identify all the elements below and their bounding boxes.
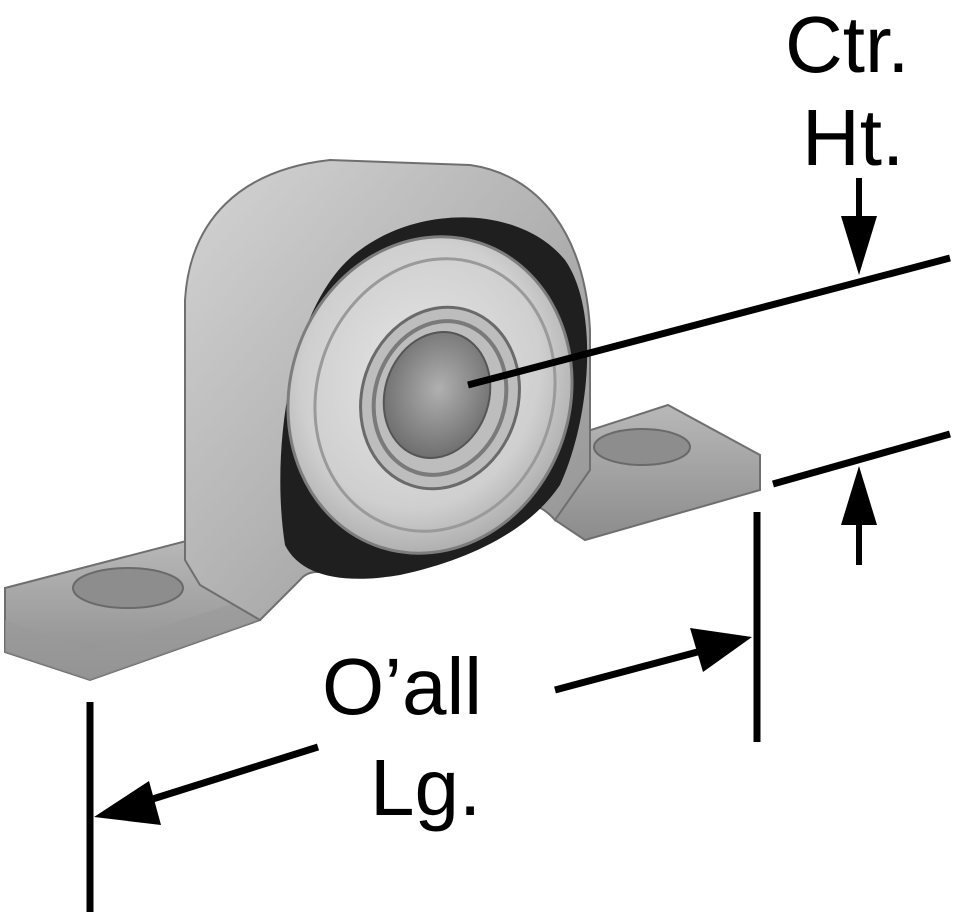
shaft-bore (382, 331, 492, 459)
center-line (467, 254, 951, 389)
oall-arrow-left-shaft (138, 743, 320, 807)
ctr-label-line1: Ctr. (785, 0, 909, 89)
overall-length-dimension: O’all Lg. (86, 512, 761, 912)
left-mount-hole (72, 567, 184, 609)
ctr-ht-arrow-up-head (841, 466, 877, 525)
oall-arrow-right-head (690, 628, 752, 672)
ctr-ht-arrow-down-head (841, 216, 877, 275)
center-height-dimension: Ctr. Ht. (467, 0, 951, 565)
ball-bearing-insert (286, 235, 574, 555)
ctr-label-line2: Ht. (802, 93, 904, 182)
oall-arrow-right-shaft (554, 646, 706, 694)
oall-label-line1: O’all (322, 642, 482, 731)
oall-arrow-left-head (94, 781, 161, 825)
right-mount-hole (593, 428, 691, 466)
base-line (772, 430, 951, 488)
oall-label-line2: Lg. (370, 743, 481, 832)
